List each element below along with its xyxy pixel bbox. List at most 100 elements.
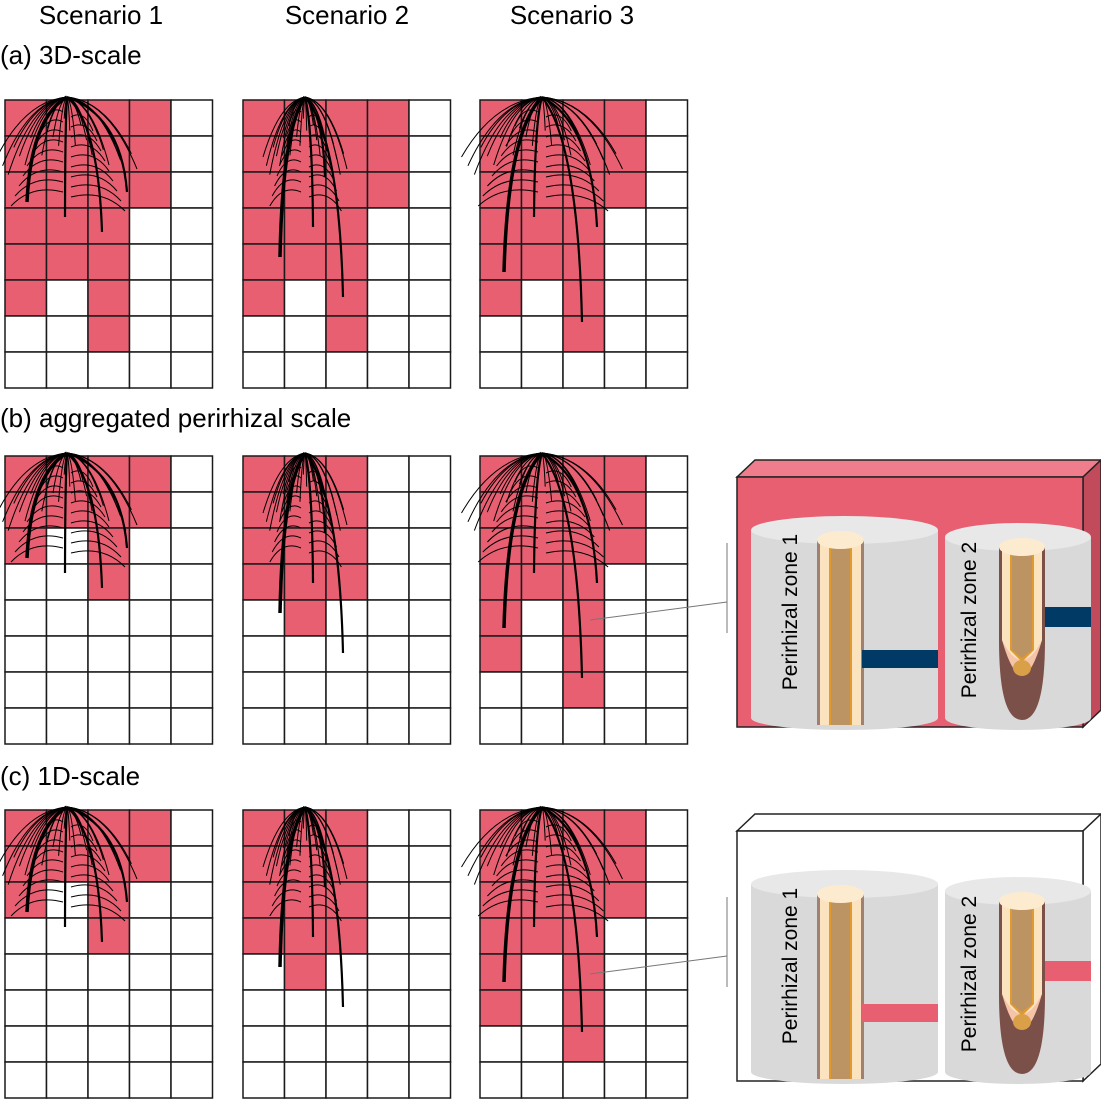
lateral-root: [545, 904, 609, 922]
lateral-root: [545, 864, 591, 882]
grid-cell: [45, 989, 89, 1027]
grid-cell-filled: [479, 279, 523, 317]
grid-panel2-scenario2: [242, 805, 452, 1099]
root-stele: [831, 540, 850, 725]
grid-cell: [603, 351, 647, 389]
grid-cell-filled: [603, 881, 647, 919]
grid-cell-filled: [479, 635, 523, 673]
grid-cell-filled: [283, 953, 327, 991]
grid-cell: [45, 279, 89, 317]
grid-cell: [170, 1025, 214, 1063]
lateral-root: [286, 829, 302, 847]
lateral-root: [278, 859, 302, 877]
grid-cell-filled: [87, 243, 131, 281]
grid-cell-filled: [128, 845, 172, 883]
grid-cell: [325, 953, 369, 991]
grid-cell-filled: [128, 171, 172, 209]
grid-cell: [4, 635, 48, 673]
grid-cell-filled: [283, 563, 327, 601]
grid-cell: [325, 599, 369, 637]
grid-cell: [325, 707, 369, 745]
grid-cell: [325, 635, 369, 673]
grid-cell: [408, 491, 452, 529]
grid-cell-filled: [562, 1025, 606, 1063]
lateral-root: [545, 174, 600, 192]
grid-cell: [242, 1025, 286, 1063]
grid-cell: [645, 455, 689, 493]
leader-line: [589, 601, 728, 621]
grid-cell: [408, 207, 452, 245]
root-stele: [1012, 547, 1032, 658]
grid-cell: [128, 707, 172, 745]
grid-cell: [408, 1025, 452, 1063]
lateral-root: [496, 149, 539, 167]
grid-cell: [645, 315, 689, 353]
root-top: [999, 892, 1045, 910]
grid-cell: [408, 671, 452, 709]
scenario-3-heading: Scenario 3: [509, 0, 635, 30]
lateral-root: [545, 894, 604, 912]
grid-cell: [325, 351, 369, 389]
lateral-root: [70, 184, 122, 202]
lateral-root: [274, 525, 302, 543]
lateral-root: [308, 114, 323, 132]
lateral-root: [545, 540, 604, 558]
lateral-root: [283, 129, 302, 147]
grid-cell: [45, 953, 89, 991]
lateral-root: [14, 535, 64, 553]
lateral-root: [545, 520, 595, 538]
lateral-root: [271, 889, 302, 907]
grid-panel1-scenario3: [461, 451, 689, 745]
lateral-root: [288, 465, 302, 483]
grid-cell-filled: [562, 207, 606, 245]
grid-cell: [128, 599, 172, 637]
root-system-icon: [262, 451, 348, 654]
grid-cell: [170, 491, 214, 529]
grid-cell: [645, 989, 689, 1027]
grid-cell-filled: [479, 243, 523, 281]
lateral-root: [30, 495, 64, 513]
lateral-root: [545, 124, 577, 142]
grid-cell-filled: [603, 845, 647, 883]
lateral-root: [308, 144, 330, 162]
lateral-root: [70, 510, 110, 528]
lateral-root: [304, 452, 348, 526]
grid-cell: [170, 881, 214, 919]
grid-cell: [283, 635, 327, 673]
lateral-root: [283, 485, 302, 503]
lateral-root: [541, 96, 553, 146]
grid-cell: [479, 351, 523, 389]
grid-cell-filled: [325, 279, 369, 317]
grid-cell: [87, 953, 131, 991]
grid-cell: [408, 845, 452, 883]
grid-cell: [520, 279, 564, 317]
lateral-root: [538, 806, 543, 829]
grid-cell: [128, 917, 172, 955]
lateral-root: [38, 475, 64, 493]
root-system-icon: [461, 805, 623, 1033]
lateral-root: [482, 179, 539, 197]
lateral-root: [505, 839, 539, 857]
grid-cell: [87, 1025, 131, 1063]
grid-cell: [408, 563, 452, 601]
grid-cell-filled: [45, 491, 89, 529]
grid-cell: [283, 1061, 327, 1099]
grid-cell: [366, 207, 410, 245]
grid-cell: [520, 635, 564, 673]
grid-cell: [408, 171, 452, 209]
grid-cell-filled: [479, 171, 523, 209]
grid-cell: [170, 99, 214, 137]
lateral-root: [308, 884, 338, 902]
lateral-root: [70, 834, 98, 852]
grid-cell: [170, 707, 214, 745]
lateral-root: [34, 485, 64, 503]
lateral-root: [491, 515, 539, 533]
grid-cell: [128, 635, 172, 673]
root-system-icon: [461, 95, 623, 323]
lateral-root: [545, 194, 609, 212]
lateral-root: [545, 134, 581, 152]
grid-cell: [128, 953, 172, 991]
grid-cell-filled: [366, 99, 410, 137]
lateral-root: [545, 550, 609, 568]
